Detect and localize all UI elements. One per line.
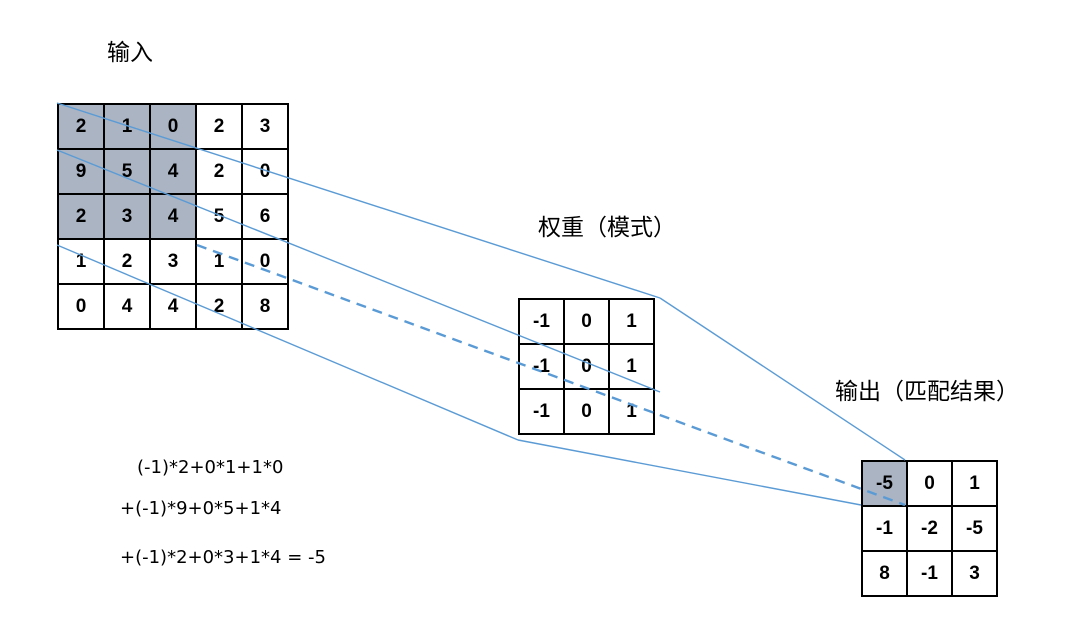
input_matrix-cell: 4 — [103, 283, 151, 330]
weight_matrix-cell: -1 — [518, 388, 565, 435]
input_matrix-cell: 1 — [195, 238, 243, 285]
weight_matrix-cell: 0 — [563, 343, 610, 390]
input_matrix-cell: 2 — [195, 148, 243, 195]
output_matrix-cell: -5 — [951, 505, 998, 552]
input-label: 输入 — [107, 40, 153, 66]
output_matrix-cell: -1 — [906, 550, 953, 597]
input_matrix-cell: 2 — [57, 103, 105, 150]
output_matrix-cell: 8 — [861, 550, 908, 597]
input_matrix-cell: 5 — [103, 148, 151, 195]
input_matrix-cell: 2 — [103, 238, 151, 285]
input_matrix-cell: 8 — [241, 283, 289, 330]
output_matrix-cell: -5 — [861, 460, 908, 507]
weight_matrix-cell: 0 — [563, 388, 610, 435]
input_matrix-cell: 2 — [57, 193, 105, 240]
output_matrix-cell: -1 — [861, 505, 908, 552]
connector-weight-to-output-bottom — [517, 439, 862, 506]
input_matrix-cell: 1 — [57, 238, 105, 285]
output_matrix-cell: 0 — [906, 460, 953, 507]
output-label: 输出（匹配结果） — [835, 379, 1019, 405]
input_matrix-cell: 4 — [149, 283, 197, 330]
input_matrix-cell: 1 — [103, 103, 151, 150]
output_matrix-cell: 1 — [951, 460, 998, 507]
weight_matrix-cell: 1 — [608, 298, 655, 345]
input_matrix-cell: 0 — [241, 238, 289, 285]
input_matrix-cell: 3 — [103, 193, 151, 240]
input_matrix-cell: 4 — [149, 193, 197, 240]
input_matrix-cell: 3 — [241, 103, 289, 150]
input_matrix-cell: 2 — [195, 103, 243, 150]
formula-line-1: (-1)*2+0*1+1*0 — [137, 457, 284, 478]
input_matrix-cell: 2 — [195, 283, 243, 330]
formula-line-2: +(-1)*9+0*5+1*4 — [120, 498, 282, 519]
output_matrix-row: -1-2-5 — [861, 505, 998, 552]
weight_matrix-cell: 1 — [608, 343, 655, 390]
input_matrix-cell: 5 — [195, 193, 243, 240]
input_matrix-cell: 0 — [149, 103, 197, 150]
weight_matrix-cell: -1 — [518, 343, 565, 390]
weight_matrix-cell: 1 — [608, 388, 655, 435]
input_matrix-cell: 4 — [149, 148, 197, 195]
output_matrix-cell: -2 — [906, 505, 953, 552]
output_matrix-cell: 3 — [951, 550, 998, 597]
input_matrix-cell: 9 — [57, 148, 105, 195]
input_matrix-cell: 3 — [149, 238, 197, 285]
weight_matrix-cell: 0 — [563, 298, 610, 345]
input_matrix-cell: 0 — [57, 283, 105, 330]
input_matrix-cell: 0 — [241, 148, 289, 195]
formula-line-3: +(-1)*2+0*3+1*4 = -5 — [120, 547, 326, 568]
input_matrix-cell: 6 — [241, 193, 289, 240]
weights-label: 权重（模式） — [538, 215, 676, 241]
weight_matrix-cell: -1 — [518, 298, 565, 345]
